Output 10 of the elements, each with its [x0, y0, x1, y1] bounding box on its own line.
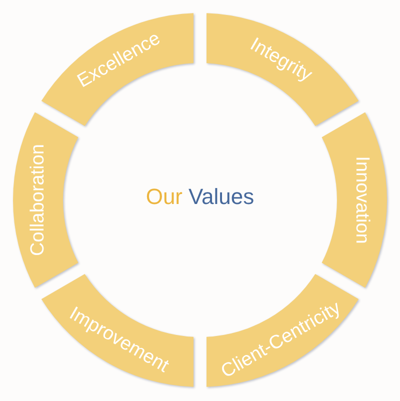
- ring-segment: [206, 13, 361, 128]
- center-heading-word: Our: [146, 186, 183, 208]
- segment-label: Collaboration: [28, 144, 48, 256]
- ring-segment: [13, 112, 81, 290]
- ring-segment: [41, 274, 196, 389]
- center-heading-word: Values: [188, 186, 254, 208]
- ring-segment: [41, 13, 196, 128]
- ring-segment: [321, 112, 389, 290]
- ring-segment: [206, 274, 361, 389]
- segment-label: Innovation: [352, 156, 372, 244]
